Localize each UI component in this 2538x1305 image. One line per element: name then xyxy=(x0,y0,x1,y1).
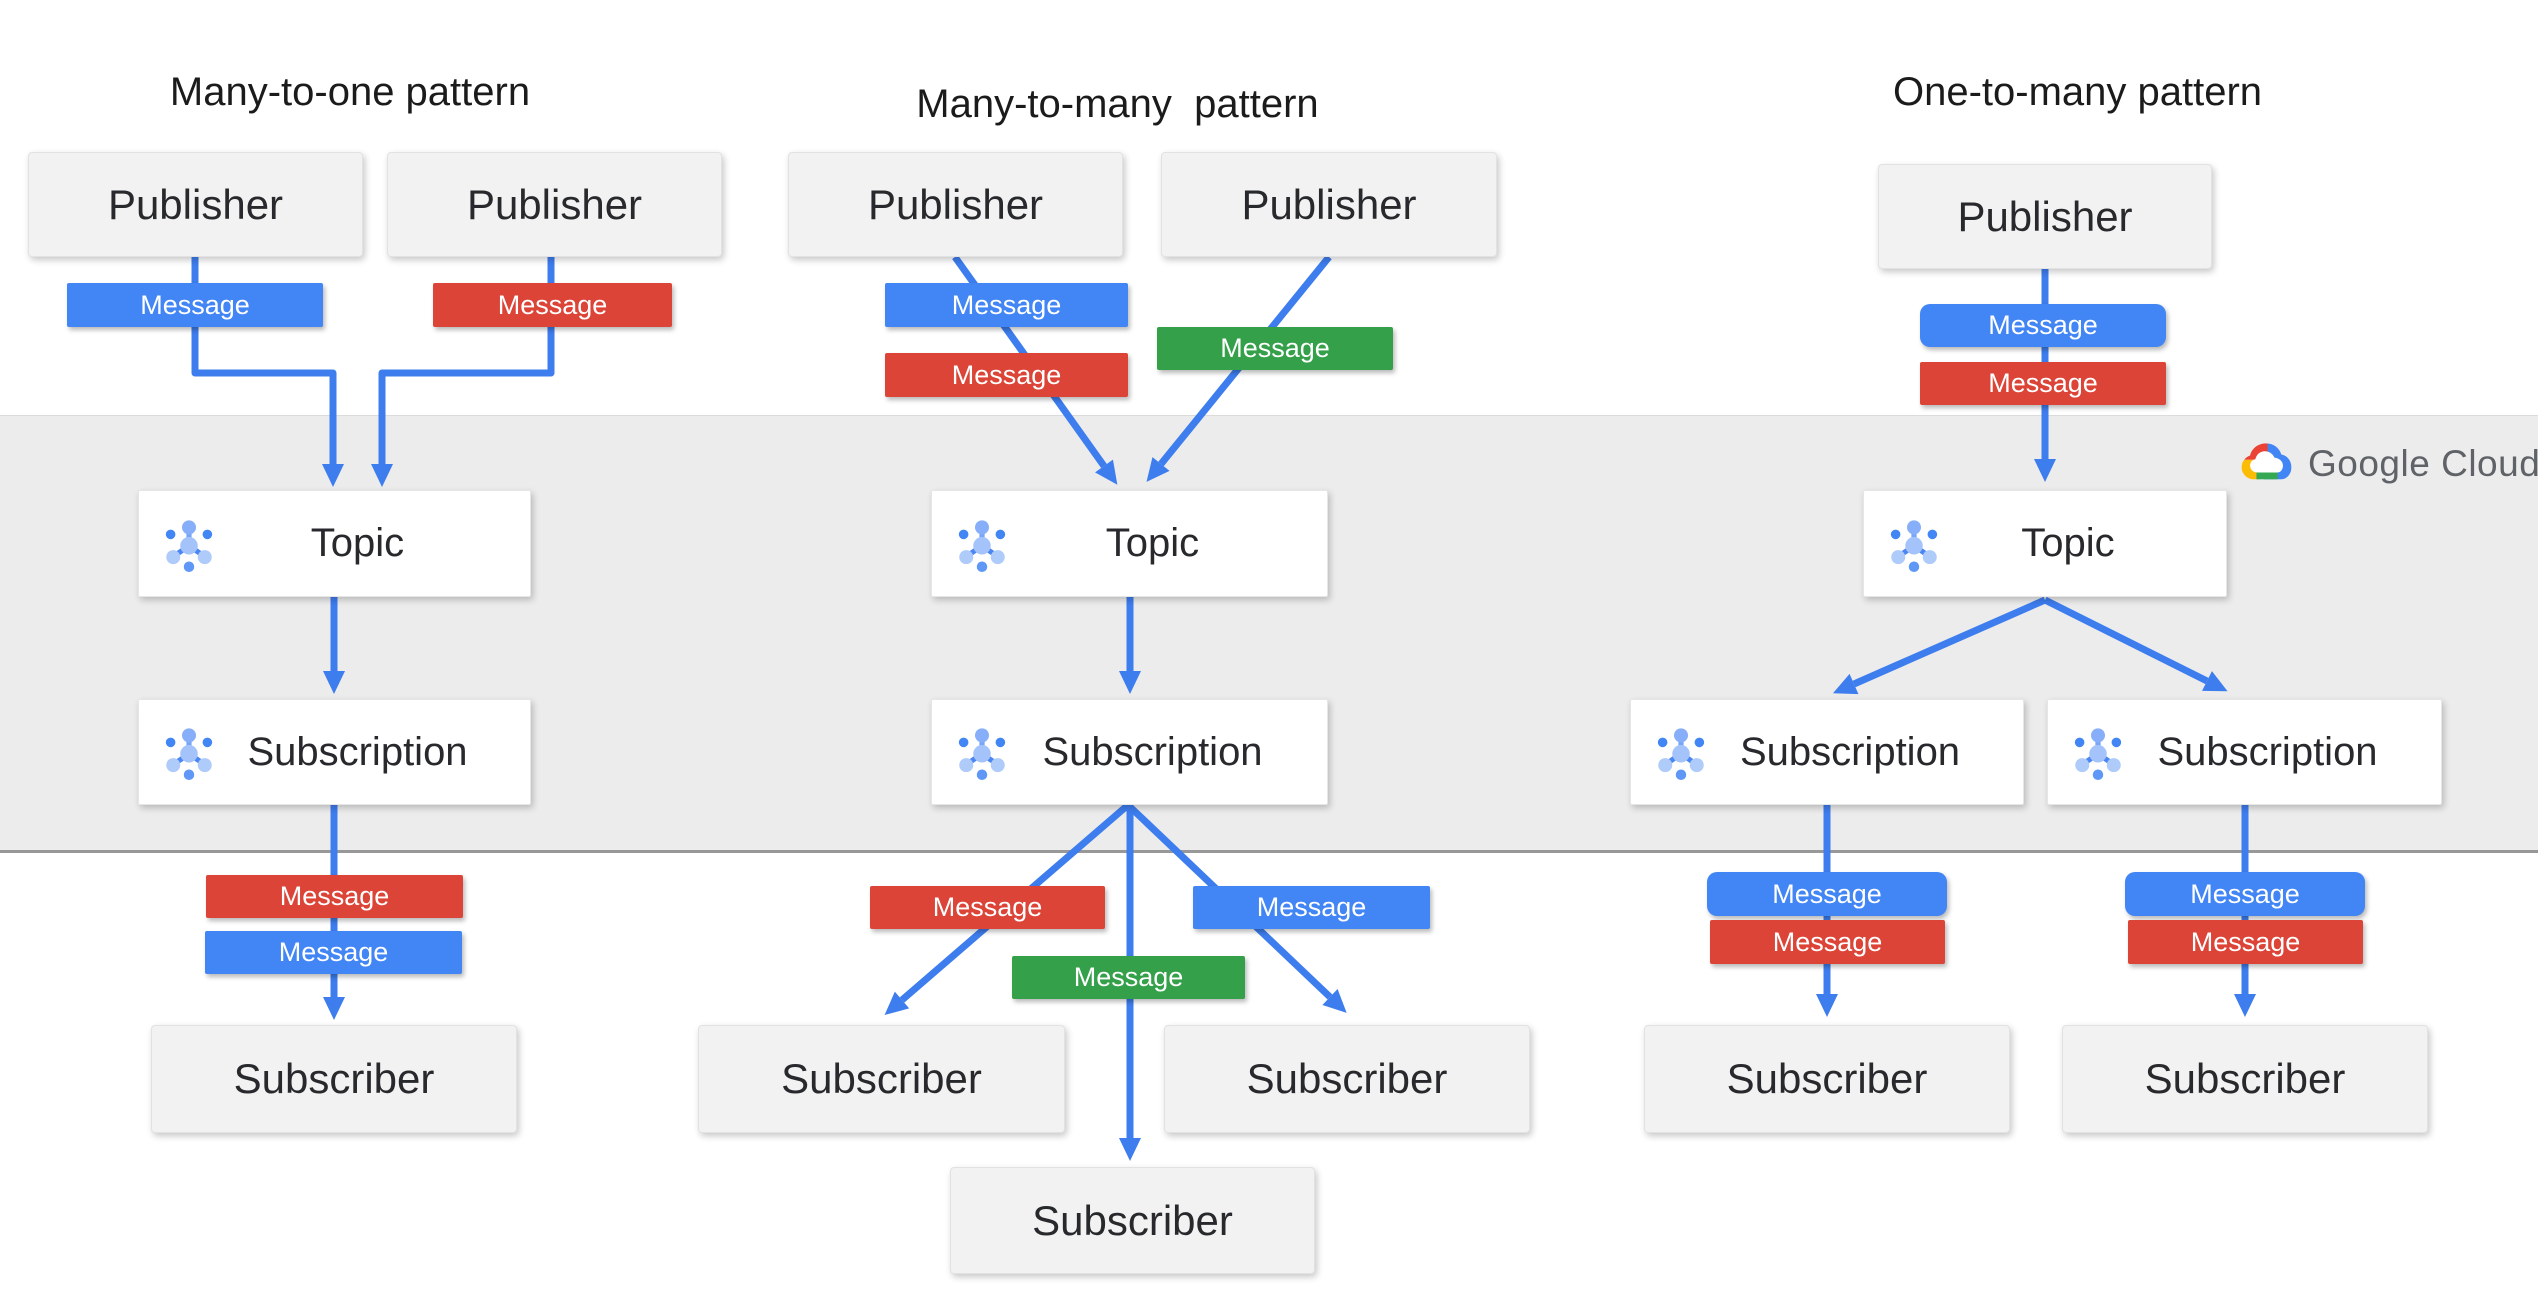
arrow-topic-to-subscription1-right xyxy=(1832,596,2047,695)
google-cloud-logo-text: Google Cloud xyxy=(2308,443,2538,485)
logo-google-word: Google xyxy=(2308,442,2431,484)
message-badge-red: Message xyxy=(1710,920,1945,964)
arrow-topic-to-subscription2-right xyxy=(2043,596,2228,692)
message-badge-red: Message xyxy=(433,283,672,327)
pubsub-subscription-icon xyxy=(958,728,1006,780)
pattern-title-many-to-one: Many-to-one pattern xyxy=(169,70,531,114)
pubsub-topic-icon xyxy=(1890,519,1938,572)
subscription-label: Subscription xyxy=(247,729,468,774)
topic-box: Topic xyxy=(1863,490,2227,597)
publisher-box: Publisher xyxy=(788,152,1123,257)
subscriber-box: Subscriber xyxy=(950,1167,1315,1274)
publisher-box: Publisher xyxy=(1878,164,2212,269)
message-badge-red: Message xyxy=(1920,362,2166,405)
pattern-title-one-to-many: One-to-many pattern xyxy=(1892,70,2263,114)
pattern-title-many-to-many: Many-to-many pattern xyxy=(916,82,1319,126)
subscription-box: Subscription xyxy=(931,699,1328,805)
topic-label: Topic xyxy=(1105,521,1200,565)
pubsub-topic-icon xyxy=(165,519,213,572)
subscriber-box: Subscriber xyxy=(151,1025,517,1133)
publisher-box: Publisher xyxy=(387,152,722,257)
message-badge-blue: Message xyxy=(1920,304,2166,347)
pubsub-subscription-icon xyxy=(2074,728,2122,780)
message-badge-blue: Message xyxy=(205,931,462,974)
subscription-box: Subscription xyxy=(2047,699,2442,805)
topic-box: Topic xyxy=(138,490,531,597)
google-cloud-logo-icon xyxy=(2241,443,2292,480)
subscription-label: Subscription xyxy=(2157,729,2378,774)
subscriber-box: Subscriber xyxy=(1164,1025,1530,1133)
message-badge-blue: Message xyxy=(885,283,1128,327)
message-badge-green: Message xyxy=(1157,327,1393,370)
topic-box: Topic xyxy=(931,490,1328,597)
message-badge-red: Message xyxy=(206,875,463,918)
subscription-box: Subscription xyxy=(138,699,531,805)
message-badge-blue: Message xyxy=(67,283,323,327)
message-badge-red: Message xyxy=(2128,920,2363,964)
subscriber-box: Subscriber xyxy=(698,1025,1065,1133)
subscription-box: Subscription xyxy=(1630,699,2024,805)
google-cloud-logo: Google Cloud xyxy=(2240,442,2538,485)
message-badge-blue: Message xyxy=(1707,872,1947,916)
subscriber-box: Subscriber xyxy=(1644,1025,2010,1133)
subscription-label: Subscription xyxy=(1739,729,1961,774)
subscription-label: Subscription xyxy=(1042,729,1263,774)
pubsub-subscription-icon xyxy=(165,728,213,780)
topic-label: Topic xyxy=(2021,521,2115,565)
logo-cloud-word: Cloud xyxy=(2441,442,2538,484)
message-badge-blue: Message xyxy=(1193,886,1430,929)
publisher-box: Publisher xyxy=(1161,152,1497,257)
message-badge-red: Message xyxy=(870,886,1105,929)
message-badge-green: Message xyxy=(1012,956,1245,999)
message-badge-red: Message xyxy=(885,353,1128,397)
pubsub-topic-icon xyxy=(958,519,1006,572)
publisher-box: Publisher xyxy=(28,152,363,257)
subscriber-box: Subscriber xyxy=(2062,1025,2428,1133)
topic-label: Topic xyxy=(310,521,405,565)
pubsub-subscription-icon xyxy=(1657,728,1705,780)
message-badge-blue: Message xyxy=(2125,872,2365,916)
